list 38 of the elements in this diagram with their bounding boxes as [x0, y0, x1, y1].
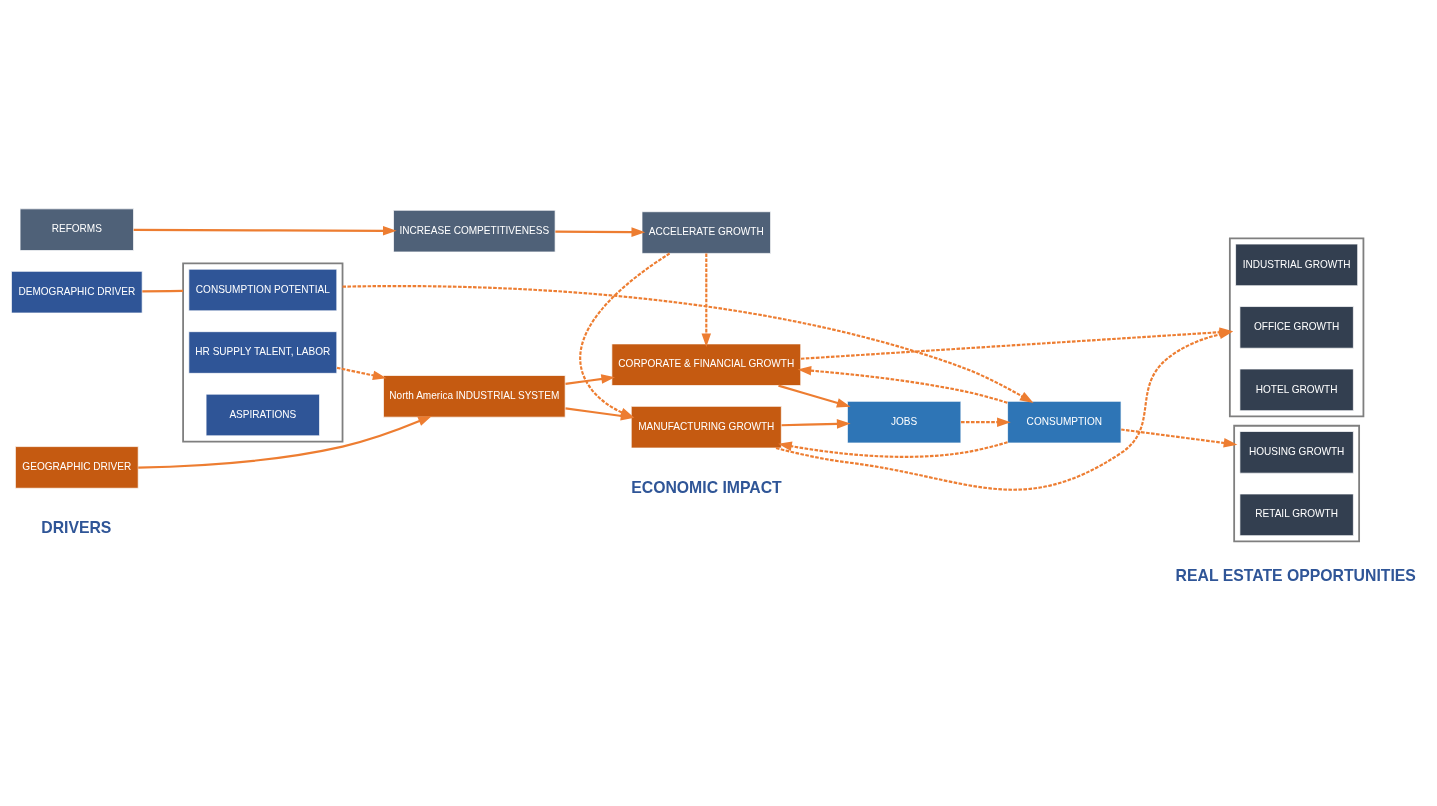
arrow	[342, 284, 1034, 403]
arrow	[781, 418, 851, 429]
node-box: INDUSTRIAL GROWTH	[1235, 243, 1359, 286]
node-box: DEMOGRAPHIC DRIVER	[11, 270, 143, 313]
label: REAL ESTATE OPPORTUNITIES	[1175, 566, 1416, 584]
arrow	[565, 373, 615, 385]
label: ECONOMIC IMPACT	[631, 478, 782, 496]
connector	[142, 289, 184, 292]
arrow	[133, 225, 397, 236]
arrow	[778, 384, 851, 407]
arrow	[701, 252, 712, 347]
arrow	[336, 366, 387, 380]
node-box: GEOGRAPHIC DRIVER	[15, 445, 139, 489]
arrow	[1121, 427, 1238, 448]
node-box: OFFICE GROWTH	[1239, 305, 1354, 349]
node-box: REFORMS	[19, 208, 134, 251]
arrow	[961, 416, 1011, 427]
node-box: CONSUMPTION	[1007, 400, 1122, 443]
cluster	[1228, 236, 1365, 417]
node-box: MANUFACTURING GROWTH	[630, 405, 782, 448]
node-box: CORPORATE & FINANCIAL GROWTH	[611, 343, 802, 386]
arrow	[555, 226, 646, 237]
label: DRIVERS	[41, 518, 112, 536]
node-box: INCREASE COMPETITIVENESS	[393, 209, 556, 252]
arrow	[138, 415, 432, 469]
arrow	[778, 440, 1008, 458]
node-box: ASPIRATIONS	[205, 393, 320, 436]
node-box: North America INDUSTRIAL SYSTEM	[383, 374, 566, 417]
node-box: JOBS	[847, 400, 962, 443]
node-box: RETAIL GROWTH	[1239, 493, 1354, 536]
node-box: HOUSING GROWTH	[1239, 430, 1354, 474]
arrow	[797, 365, 1008, 404]
cluster	[1233, 424, 1360, 542]
cluster	[182, 262, 344, 442]
node-box: HR SUPPLY TALENT, LABOR	[188, 330, 338, 374]
node-box: HOTEL GROWTH	[1239, 368, 1354, 411]
node-box: CONSUMPTION POTENTIAL	[188, 268, 338, 311]
node-box: ACCELERATE GROWTH	[641, 210, 771, 254]
